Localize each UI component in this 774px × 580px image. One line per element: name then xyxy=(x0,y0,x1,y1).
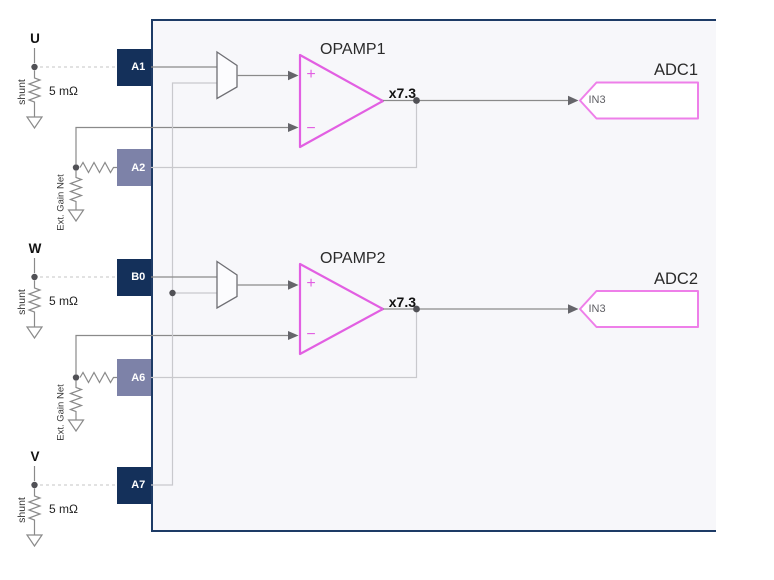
adc2-symbol[interactable] xyxy=(579,290,699,328)
pin-b0[interactable]: B0 xyxy=(117,258,151,296)
phase-label-u: U xyxy=(30,31,40,46)
opamp2-feedback-wire xyxy=(151,309,418,379)
opamp1-gain: x7.3 xyxy=(388,85,416,101)
phase-label-w: W xyxy=(28,241,42,256)
adc1-channel: IN3 xyxy=(588,94,606,106)
shunt-value-v: 5 mΩ xyxy=(49,502,78,516)
opamp-plus-input-label: + xyxy=(306,65,316,83)
ground-icon xyxy=(25,116,44,130)
shunt-resistor-icon xyxy=(27,280,42,327)
junction-dot xyxy=(413,97,420,104)
ground-icon xyxy=(25,326,44,340)
pin-label: A2 xyxy=(131,161,146,174)
wire-to-inverting-input xyxy=(75,334,288,374)
ground-icon xyxy=(25,534,44,548)
opamp2-title: OPAMP2 xyxy=(320,250,386,267)
phase-source-u xyxy=(25,48,117,130)
ext-gain-network-1 xyxy=(67,123,299,223)
shunt-resistor-icon xyxy=(27,488,42,535)
ground-icon xyxy=(67,209,85,223)
phase-source-v xyxy=(25,466,117,548)
mux-symbol[interactable] xyxy=(216,260,238,310)
opamp1-title: OPAMP1 xyxy=(320,41,386,58)
shunt-label-u: shunt xyxy=(16,79,28,105)
junction-dot xyxy=(31,273,38,281)
arrowhead-icon xyxy=(568,304,579,314)
input-mux-2[interactable] xyxy=(216,260,238,310)
input-mux-1[interactable] xyxy=(216,50,238,100)
opamp-triangle[interactable] xyxy=(298,262,385,356)
pin-label: B0 xyxy=(131,271,146,283)
shunt-resistor-icon xyxy=(27,70,42,117)
phase-source-w xyxy=(25,258,117,340)
pin-a1[interactable]: A1 xyxy=(117,48,151,86)
opamp1-symbol[interactable] xyxy=(298,53,385,149)
shunt-value-u: 5 mΩ xyxy=(49,84,78,98)
ext-gain-net-label-1: Ext. Gain Net xyxy=(55,173,66,231)
junction-dot xyxy=(169,289,176,297)
junction-dot xyxy=(31,481,38,489)
ext-gain-network-2 xyxy=(67,331,299,433)
gain-resistor-icon xyxy=(79,161,118,174)
junction-dot xyxy=(31,63,38,71)
pin-label: A1 xyxy=(131,61,146,73)
adc1-title: ADC1 xyxy=(653,61,698,79)
opamp1-feedback-wire xyxy=(151,100,418,169)
pin-a7[interactable]: A7 xyxy=(117,466,151,504)
junction-dot xyxy=(72,164,80,171)
pin-a6[interactable]: A6 xyxy=(117,359,151,396)
adc-shape[interactable] xyxy=(579,290,699,328)
opamp2-symbol[interactable] xyxy=(298,262,385,356)
arrowhead-icon xyxy=(288,70,299,81)
opamp2-gain: x7.3 xyxy=(388,294,416,310)
junction-dot xyxy=(72,374,80,381)
ground-icon xyxy=(67,419,85,433)
gain-resistor-icon xyxy=(79,371,118,384)
arrowhead-icon xyxy=(288,331,299,340)
opamp-triangle[interactable] xyxy=(298,53,385,149)
a7-routing-net xyxy=(150,82,217,486)
arrowhead-icon xyxy=(568,95,579,106)
adc1-symbol[interactable] xyxy=(579,81,699,120)
pin-a2[interactable]: A2 xyxy=(117,149,151,186)
net-wire xyxy=(150,82,217,486)
adc2-channel: IN3 xyxy=(588,302,606,315)
adc-shape[interactable] xyxy=(579,81,699,120)
junction-dot xyxy=(413,305,420,313)
ext-gain-net-label-2: Ext. Gain Net xyxy=(55,383,66,441)
phase-label-v: V xyxy=(30,449,40,464)
mux-symbol[interactable] xyxy=(216,50,238,100)
arrowhead-icon xyxy=(288,123,299,132)
opamp-minus-input-label: − xyxy=(306,119,316,137)
opamp-minus-input-label: − xyxy=(306,326,316,343)
arrowhead-icon xyxy=(288,280,299,290)
shunt-label-v: shunt xyxy=(16,497,28,523)
pin-label: A6 xyxy=(131,371,146,384)
gain-resistor-icon xyxy=(68,381,84,420)
adc2-title: ADC2 xyxy=(653,269,698,288)
shunt-label-w: shunt xyxy=(16,289,28,315)
wire-to-inverting-input xyxy=(75,126,288,164)
gain-resistor-icon xyxy=(68,171,84,210)
shunt-value-w: 5 mΩ xyxy=(49,294,78,308)
opamp-plus-input-label: + xyxy=(306,274,316,292)
pin-label: A7 xyxy=(131,479,146,491)
